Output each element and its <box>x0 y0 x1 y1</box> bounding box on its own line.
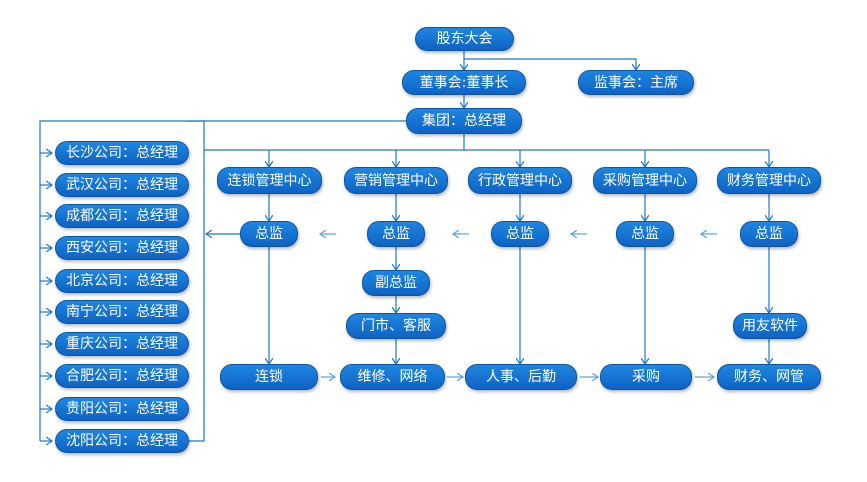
node-branch-9[interactable]: 贵阳公司：总经理 <box>55 397 189 421</box>
node-bottom-finance-netadmin[interactable]: 财务、网管 <box>717 364 821 390</box>
node-board[interactable]: 董事会:董事长 <box>402 70 526 95</box>
node-supervisory[interactable]: 监事会：主席 <box>578 70 694 95</box>
node-branch-3[interactable]: 成都公司：总经理 <box>55 204 189 228</box>
node-director-1[interactable]: 总监 <box>240 221 298 247</box>
node-director-3[interactable]: 总监 <box>491 221 549 247</box>
node-director-5[interactable]: 总监 <box>740 221 798 247</box>
node-branch-5[interactable]: 北京公司：总经理 <box>55 269 189 293</box>
node-center-5[interactable]: 财务管理中心 <box>717 167 821 194</box>
branch-links <box>40 153 52 441</box>
node-deputy-director[interactable]: 副总监 <box>362 270 430 296</box>
link-shareholders-supervisory <box>464 58 636 70</box>
node-bottom-repair-network[interactable]: 维修、网络 <box>340 364 445 390</box>
node-yonyou-software[interactable]: 用友软件 <box>733 313 807 339</box>
node-branch-10[interactable]: 沈阳公司：总经理 <box>55 429 189 453</box>
node-bottom-hr-logistics[interactable]: 人事、后勤 <box>465 364 577 390</box>
link-group-branches <box>39 120 406 441</box>
node-branch-4[interactable]: 西安公司：总经理 <box>55 236 189 260</box>
node-bottom-procurement[interactable]: 采购 <box>600 364 692 390</box>
node-shareholders[interactable]: 股东大会 <box>415 27 514 51</box>
node-store-service[interactable]: 门市、客服 <box>346 313 446 339</box>
node-center-3[interactable]: 行政管理中心 <box>468 167 572 194</box>
node-center-1[interactable]: 连锁管理中心 <box>217 167 322 194</box>
node-branch-7[interactable]: 重庆公司：总经理 <box>55 332 189 356</box>
node-branch-2[interactable]: 武汉公司：总经理 <box>55 173 189 197</box>
node-director-2[interactable]: 总监 <box>367 221 425 247</box>
node-group[interactable]: 集团：总经理 <box>406 108 522 134</box>
node-bottom-chain[interactable]: 连锁 <box>220 364 318 390</box>
node-director-4[interactable]: 总监 <box>616 221 674 247</box>
node-branch-6[interactable]: 南宁公司：总经理 <box>55 300 189 324</box>
branches-right-bracket <box>189 120 205 442</box>
node-center-4[interactable]: 采购管理中心 <box>593 167 697 194</box>
node-branch-1[interactable]: 长沙公司：总经理 <box>55 141 189 165</box>
node-center-2[interactable]: 营销管理中心 <box>344 167 448 194</box>
node-branch-8[interactable]: 合肥公司：总经理 <box>55 364 189 388</box>
